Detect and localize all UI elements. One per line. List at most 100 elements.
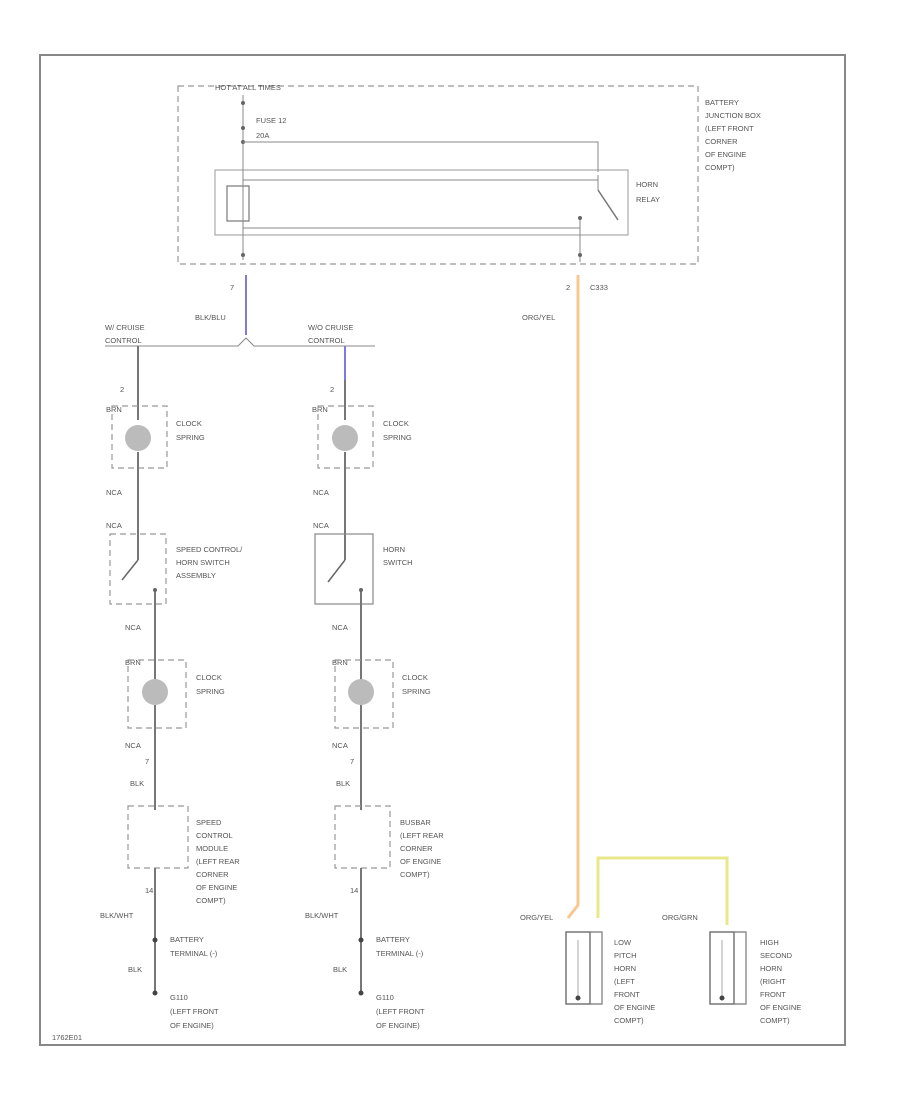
left-pin-14: 14 bbox=[145, 886, 153, 895]
left-pin-2: 2 bbox=[120, 385, 124, 394]
svg-text:COMPT): COMPT) bbox=[760, 1016, 790, 1025]
svg-text:HORN SWITCH: HORN SWITCH bbox=[176, 558, 230, 567]
svg-text:OF ENGINE: OF ENGINE bbox=[705, 150, 746, 159]
fuse-amp: 20A bbox=[256, 131, 269, 140]
left-wire-blk: BLK bbox=[130, 779, 144, 788]
fuse-icon bbox=[241, 126, 245, 130]
svg-text:JUNCTION BOX: JUNCTION BOX bbox=[705, 111, 761, 120]
svg-text:MODULE: MODULE bbox=[196, 844, 228, 853]
svg-text:OF ENGINE): OF ENGINE) bbox=[376, 1021, 420, 1030]
svg-text:SPRING: SPRING bbox=[196, 687, 225, 696]
pin-7: 7 bbox=[230, 283, 234, 292]
svg-text:CLOCK: CLOCK bbox=[402, 673, 428, 682]
svg-text:ASSEMBLY: ASSEMBLY bbox=[176, 571, 216, 580]
left-wire-nca-1: NCA bbox=[106, 488, 122, 497]
svg-text:CORNER: CORNER bbox=[705, 137, 738, 146]
right-spring2-pin: BRN bbox=[332, 658, 348, 667]
svg-text:TERMINAL (-): TERMINAL (-) bbox=[376, 949, 424, 958]
svg-text:W/O CRUISE: W/O CRUISE bbox=[308, 323, 353, 332]
horn-switch-icon bbox=[327, 559, 346, 583]
left-wire-nca-4: NCA bbox=[125, 741, 141, 750]
left-switch-label: SPEED CONTROL/ HORN SWITCH ASSEMBLY bbox=[176, 545, 243, 580]
svg-text:SECOND: SECOND bbox=[760, 951, 793, 960]
fuse-label: FUSE 12 bbox=[256, 116, 286, 125]
svg-text:W/ CRUISE: W/ CRUISE bbox=[105, 323, 145, 332]
svg-text:OF ENGINE: OF ENGINE bbox=[614, 1003, 655, 1012]
svg-text:(LEFT FRONT: (LEFT FRONT bbox=[376, 1007, 425, 1016]
left-clock-spring-1 bbox=[111, 405, 168, 469]
horn-relay-box bbox=[214, 169, 629, 236]
svg-text:CONTROL: CONTROL bbox=[308, 336, 345, 345]
svg-text:TERMINAL (-): TERMINAL (-) bbox=[170, 949, 218, 958]
svg-text:(LEFT FRONT: (LEFT FRONT bbox=[170, 1007, 219, 1016]
svg-text:BATTERY: BATTERY bbox=[170, 935, 204, 944]
svg-text:(LEFT: (LEFT bbox=[614, 977, 635, 986]
svg-text:COMPT): COMPT) bbox=[614, 1016, 644, 1025]
svg-text:HORN: HORN bbox=[614, 964, 636, 973]
right-wire-blk: BLK bbox=[336, 779, 350, 788]
svg-text:BUSBAR: BUSBAR bbox=[400, 818, 431, 827]
busbar bbox=[334, 805, 391, 869]
battery-terminal-icon bbox=[358, 937, 364, 943]
svg-text:HORN: HORN bbox=[383, 545, 405, 554]
relay-coil-icon bbox=[226, 185, 250, 222]
w-cruise-title: W/ CRUISE CONTROL bbox=[105, 323, 145, 345]
wire-org-grn bbox=[596, 856, 729, 925]
clock-spring-icon bbox=[125, 425, 151, 451]
svg-text:COMPT): COMPT) bbox=[400, 870, 430, 879]
clock-spring-icon bbox=[142, 679, 168, 705]
right-clock-spring-2-label: CLOCK SPRING bbox=[402, 673, 431, 696]
svg-text:CLOCK: CLOCK bbox=[176, 419, 202, 428]
right-clock-spring-1-label: CLOCK SPRING bbox=[383, 419, 412, 442]
wire-org-yel bbox=[566, 275, 580, 919]
left-clock-spring-2 bbox=[127, 659, 187, 729]
high-second-horn-icon bbox=[709, 931, 747, 1005]
pin-2: 2 bbox=[566, 283, 570, 292]
svg-text:CONTROL: CONTROL bbox=[196, 831, 233, 840]
left-wire-nca-3: NCA bbox=[125, 623, 141, 632]
low-pitch-horn-label: LOW PITCH HORN (LEFT FRONT OF ENGINE COM… bbox=[614, 938, 655, 1025]
clock-spring-icon bbox=[348, 679, 374, 705]
svg-text:SPRING: SPRING bbox=[176, 433, 205, 442]
low-pitch-horn-icon bbox=[565, 931, 603, 1005]
svg-text:(RIGHT: (RIGHT bbox=[760, 977, 786, 986]
svg-text:CLOCK: CLOCK bbox=[196, 673, 222, 682]
svg-text:RELAY: RELAY bbox=[636, 195, 660, 204]
figure-id: 1762E01 bbox=[52, 1033, 82, 1042]
busbar-label: BUSBAR (LEFT REAR CORNER OF ENGINE COMPT… bbox=[400, 818, 444, 879]
left-spring2-pin: BRN bbox=[125, 658, 141, 667]
connector-c333: C333 bbox=[590, 283, 608, 292]
junction-box-label: BATTERY JUNCTION BOX (LEFT FRONT CORNER … bbox=[705, 98, 761, 172]
svg-text:SPEED CONTROL/: SPEED CONTROL/ bbox=[176, 545, 243, 554]
wire-org-yel-label: ORG/YEL bbox=[522, 313, 555, 322]
high-horn-wire-label: ORG/GRN bbox=[662, 913, 698, 922]
speed-control-module bbox=[127, 805, 189, 869]
svg-text:CONTROL: CONTROL bbox=[105, 336, 142, 345]
wire-blk-blu-label: BLK/BLU bbox=[195, 313, 226, 322]
svg-text:(LEFT REAR: (LEFT REAR bbox=[400, 831, 444, 840]
right-wire-nca-4: NCA bbox=[332, 741, 348, 750]
right-clock-spring-2 bbox=[334, 659, 394, 729]
svg-text:CLOCK: CLOCK bbox=[383, 419, 409, 428]
svg-text:FRONT: FRONT bbox=[760, 990, 786, 999]
svg-text:LOW: LOW bbox=[614, 938, 632, 947]
right-switch-label: HORN SWITCH bbox=[383, 545, 413, 567]
wo-cruise-title: W/O CRUISE CONTROL bbox=[308, 323, 353, 345]
right-battery-terminal-label: BATTERY TERMINAL (-) bbox=[376, 935, 424, 958]
left-switch-assembly bbox=[109, 533, 167, 605]
relay-contact-icon bbox=[597, 189, 619, 221]
svg-text:OF ENGINE: OF ENGINE bbox=[760, 1003, 801, 1012]
svg-text:(LEFT REAR: (LEFT REAR bbox=[196, 857, 240, 866]
left-wire-nca-2: NCA bbox=[106, 521, 122, 530]
right-wire-nca-3: NCA bbox=[332, 623, 348, 632]
left-spring1-pin: BRN bbox=[106, 405, 122, 414]
low-horn-wire-label: ORG/YEL bbox=[520, 913, 553, 922]
svg-text:HIGH: HIGH bbox=[760, 938, 779, 947]
right-spring1-pin: BRN bbox=[312, 405, 328, 414]
right-ground-label: G110 (LEFT FRONT OF ENGINE) bbox=[376, 993, 425, 1030]
svg-text:HORN: HORN bbox=[760, 964, 782, 973]
high-second-horn-label: HIGH SECOND HORN (RIGHT FRONT OF ENGINE … bbox=[760, 938, 801, 1025]
right-pin-7: 7 bbox=[350, 757, 354, 766]
svg-text:SWITCH: SWITCH bbox=[383, 558, 413, 567]
horn-relay-label: HORN RELAY bbox=[636, 180, 660, 204]
